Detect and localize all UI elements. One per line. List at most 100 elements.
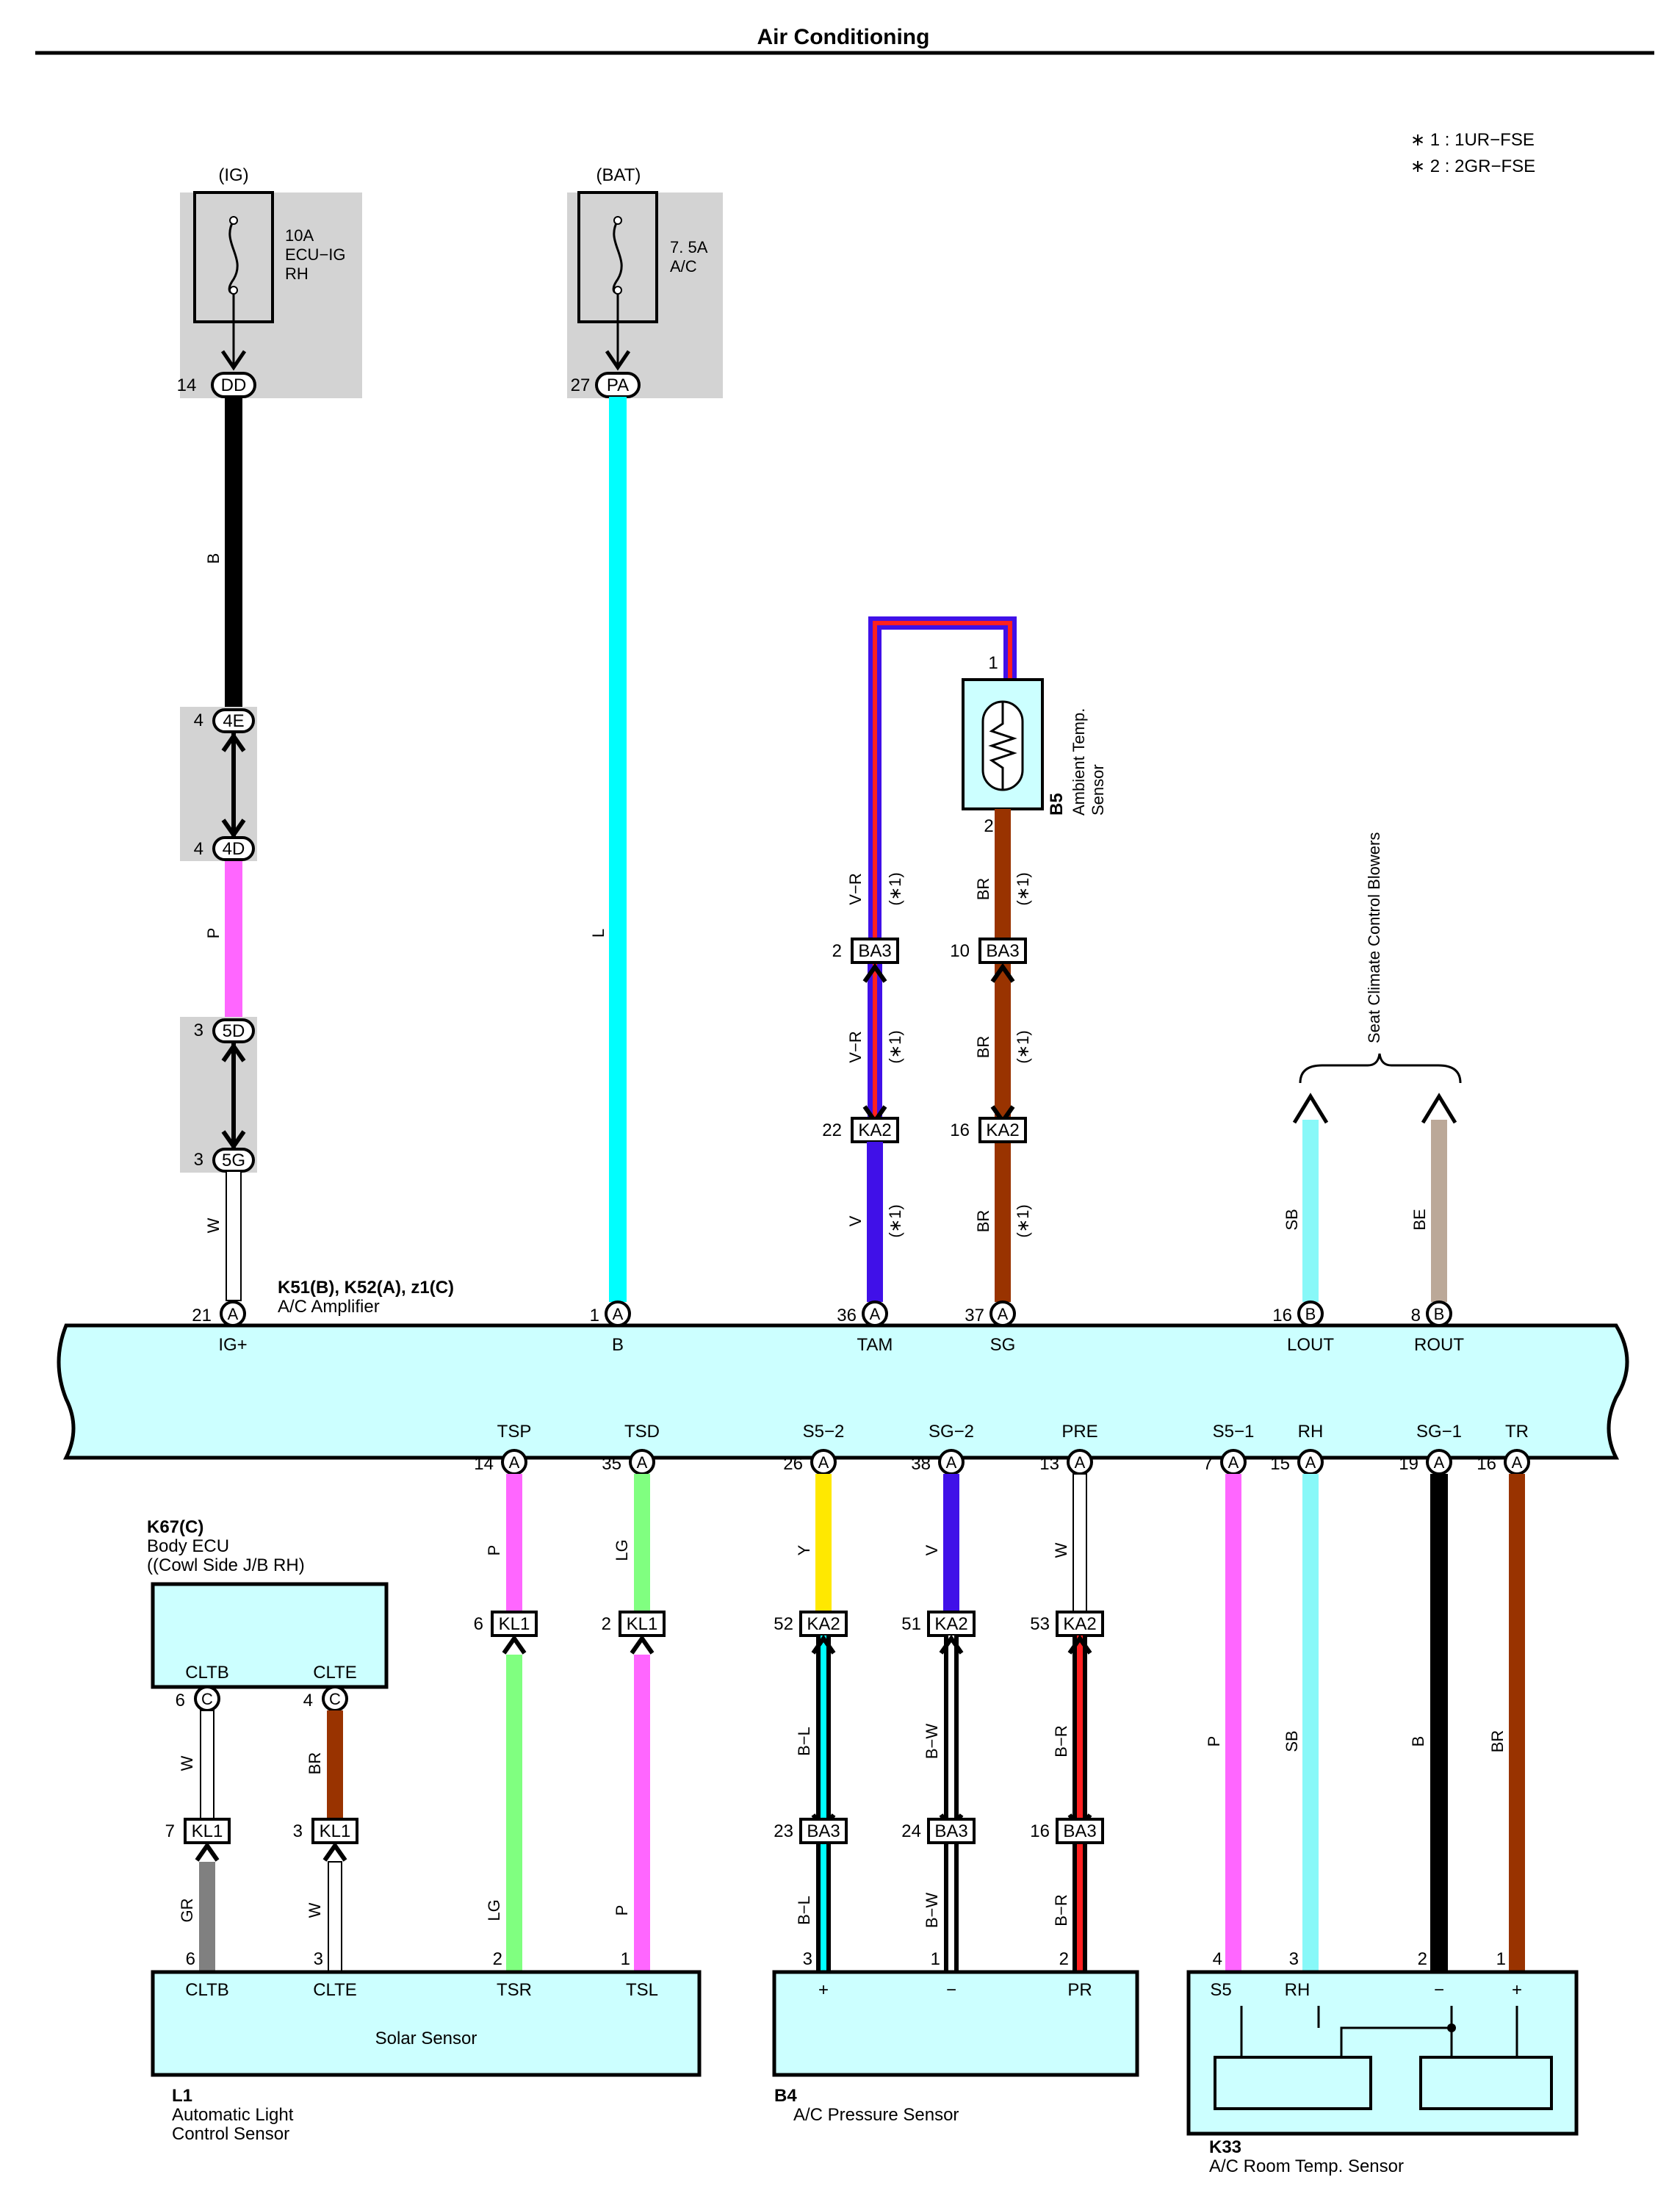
svg-text:BA3: BA3 — [807, 1821, 840, 1841]
svg-text:DD: DD — [221, 375, 247, 395]
svg-text:TSD: TSD — [624, 1422, 660, 1442]
svg-text:(∗1): (∗1) — [1014, 1030, 1032, 1063]
svg-text:22: 22 — [822, 1120, 842, 1140]
svg-text:8: 8 — [1411, 1306, 1421, 1325]
svg-text:A: A — [818, 1453, 829, 1472]
svg-text:KA2: KA2 — [934, 1614, 967, 1634]
svg-text:A: A — [1228, 1453, 1239, 1472]
conn-KA2 — [927, 1611, 976, 1637]
svg-text:P: P — [485, 1545, 503, 1556]
pin-circle — [862, 1300, 888, 1327]
body-ecu-id: K67(C) — [147, 1517, 203, 1537]
solar-sensor-box — [151, 1970, 702, 2077]
wire-v — [867, 1142, 883, 1302]
solar-sensor-name2: Control Sensor — [172, 2124, 289, 2144]
svg-text:BR: BR — [974, 1210, 992, 1233]
svg-text:ROUT: ROUT — [1414, 1335, 1464, 1355]
wire-label-b: B — [204, 553, 223, 564]
svg-text:A: A — [228, 1305, 239, 1323]
bat-fuse-shade — [567, 193, 723, 398]
pressure-sensor-box — [772, 1970, 1139, 2077]
svg-text:6: 6 — [474, 1614, 483, 1634]
arrow-up-icon — [1067, 1634, 1092, 1655]
arrow-up-icon — [221, 732, 246, 752]
wire-ig-b — [225, 397, 242, 720]
fuse-terminal-bottom — [613, 286, 622, 295]
svg-text:V: V — [923, 1544, 941, 1555]
solar-sensor-id: L1 — [172, 2086, 192, 2106]
junction-dot — [1447, 2023, 1456, 2032]
svg-text:W: W — [178, 1755, 196, 1771]
body-ecu-group: K67(C) Body ECU ((Cowl Side J/B RH) CLTB… — [147, 1517, 389, 1712]
wire-lout-sb — [1302, 1120, 1319, 1302]
ambient-sensor-name2: Sensor — [1089, 764, 1107, 816]
svg-text:Y: Y — [795, 1544, 813, 1555]
pressure-sensor-id: B4 — [774, 2086, 797, 2106]
arrow-up-icon — [221, 1042, 246, 1062]
svg-text:LOUT: LOUT — [1287, 1335, 1334, 1355]
conn-BA3 — [927, 1818, 976, 1844]
room-sensor-name: A/C Room Temp. Sensor — [1209, 2156, 1404, 2176]
pin-circle — [605, 1300, 631, 1327]
svg-text:S5−1: S5−1 — [1213, 1422, 1255, 1442]
sensor-pin-top: 1 — [988, 653, 998, 673]
svg-text:51: 51 — [901, 1614, 921, 1634]
conn-KA2-right — [978, 1117, 1027, 1143]
svg-text:4E: 4E — [223, 711, 244, 731]
svg-text:(∗1): (∗1) — [886, 1204, 904, 1237]
svg-text:PA: PA — [607, 375, 629, 395]
svg-text:37: 37 — [965, 1306, 984, 1325]
svg-text:BA3: BA3 — [934, 1821, 967, 1841]
svg-text:TR: TR — [1505, 1422, 1529, 1442]
svg-text:CLTB: CLTB — [185, 1663, 229, 1683]
ig-fuse-group: (IG) 10A ECU−IG RH 14 DD — [177, 165, 362, 398]
svg-text:BE: BE — [1410, 1209, 1429, 1230]
room-sensor-element-right — [1419, 2056, 1553, 2110]
conn-KA2 — [1056, 1611, 1104, 1637]
conn-KL1 — [311, 1818, 358, 1844]
arrow-up-icon — [195, 1841, 220, 1862]
svg-text:BR: BR — [974, 878, 992, 901]
svg-text:LG: LG — [485, 1899, 503, 1921]
room-sensor-id: K33 — [1209, 2137, 1241, 2157]
svg-text:P: P — [613, 1905, 631, 1916]
conn-BA3 — [799, 1818, 848, 1844]
svg-text:2: 2 — [832, 941, 842, 961]
conn-KA2 — [799, 1611, 848, 1637]
svg-text:IG+: IG+ — [218, 1335, 247, 1355]
svg-text:A: A — [1512, 1453, 1523, 1472]
svg-text:SB: SB — [1283, 1730, 1301, 1752]
svg-text:B: B — [1434, 1305, 1445, 1323]
arrow-up-icon — [990, 963, 1015, 983]
svg-text:16: 16 — [1030, 1821, 1050, 1841]
bat-supply-label: (BAT) — [596, 165, 641, 185]
svg-text:W: W — [306, 1902, 324, 1918]
svg-text:6: 6 — [176, 1691, 185, 1710]
body-ecu-name1: Body ECU — [147, 1536, 229, 1556]
wire-br — [995, 809, 1011, 1302]
svg-text:3: 3 — [314, 1949, 323, 1969]
sensor-pin-bottom: 2 — [984, 816, 993, 836]
wire-note-1: (∗1) — [886, 872, 904, 905]
svg-text:P: P — [1205, 1736, 1223, 1747]
arrow-up-icon — [1292, 1093, 1329, 1124]
svg-text:BR: BR — [306, 1752, 324, 1775]
svg-text:−: − — [1434, 1980, 1444, 2000]
pin-circle — [1426, 1300, 1452, 1327]
conn-KL1 — [184, 1818, 231, 1844]
svg-text:A: A — [637, 1453, 648, 1472]
svg-text:TAM: TAM — [857, 1335, 893, 1355]
svg-text:23: 23 — [774, 1821, 793, 1841]
note-1: ∗ 1 : 1UR−FSE — [1410, 130, 1535, 150]
conn-KA2-left — [851, 1117, 899, 1143]
arrow-up-icon — [862, 963, 887, 983]
svg-text:15: 15 — [1270, 1454, 1290, 1474]
svg-text:2: 2 — [602, 1614, 611, 1634]
wire-label-p: P — [204, 928, 223, 939]
arrow-down-icon — [220, 350, 247, 371]
room-sensor-group: S5 RH − + K33 A/C Room Temp. Sensor — [1186, 1970, 1579, 2176]
svg-text:S5: S5 — [1210, 1980, 1231, 2000]
svg-text:KL1: KL1 — [499, 1614, 530, 1634]
svg-text:16: 16 — [1477, 1454, 1496, 1474]
svg-text:CLTE: CLTE — [313, 1980, 357, 2000]
